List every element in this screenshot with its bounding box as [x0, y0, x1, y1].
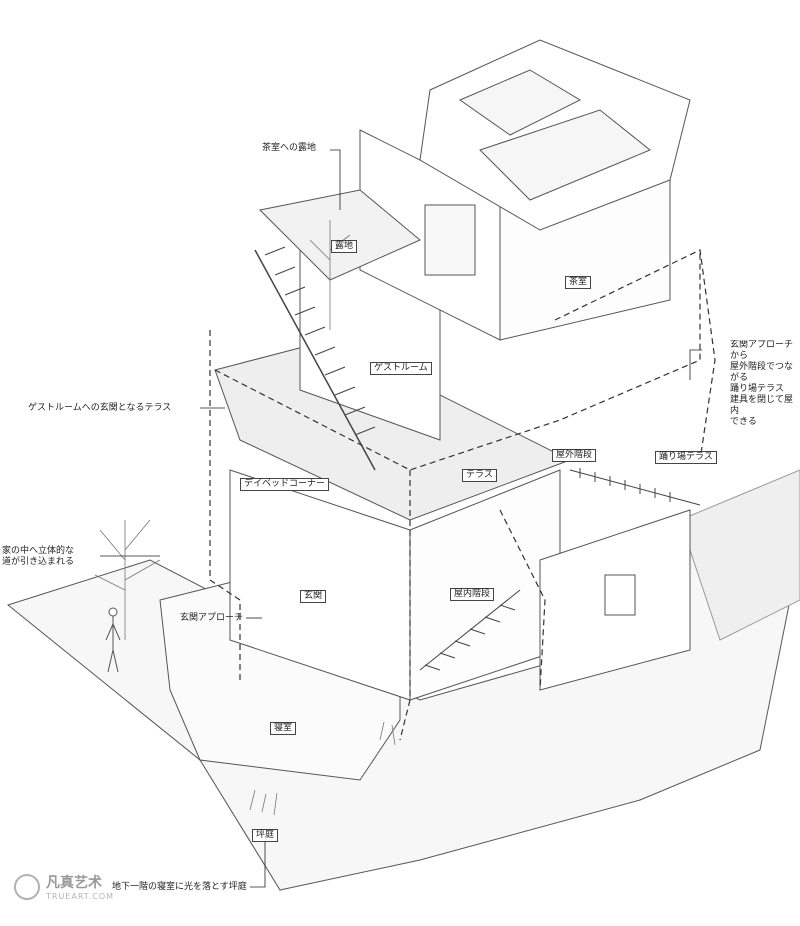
- path-note-line-2: 道が引き込まれる: [2, 557, 75, 567]
- plants-garden: [249, 721, 396, 816]
- watermark-title: 凡真艺术: [46, 875, 102, 891]
- tea-room-window: [424, 204, 476, 276]
- label-tsuboniwa: 坪庭: [252, 829, 279, 842]
- approach-note-line-5: できる: [730, 417, 757, 427]
- path-note-line-1: 家の中へ立体的な: [2, 546, 75, 556]
- main-stair: [254, 246, 376, 471]
- outdoor-stair: [569, 468, 701, 506]
- label-approach-note: 玄関アプローチから 屋外階段でつながる 踊り場テラス 建具を閉じて屋内 できる: [730, 340, 800, 428]
- label-tsuboniwa-note: 地下一階の寝室に光を落とす坪庭: [112, 882, 247, 892]
- approach-note-line-2: 屋外階段でつながる: [730, 362, 794, 383]
- leader-tsuboniwa: [250, 840, 266, 888]
- label-bedroom: 寝室: [270, 722, 297, 735]
- approach-note-line-1: 玄関アプローチから: [730, 340, 794, 361]
- roji-garden: [258, 189, 421, 281]
- dashed-outline-left: [209, 330, 241, 680]
- leader-landing: [689, 349, 702, 380]
- label-entrance-approach: 玄関アプローチ: [180, 613, 244, 623]
- watermark: 凡真艺术 TRUEART.COM: [14, 872, 114, 901]
- label-chashitsu-roji: 茶室への露地: [262, 143, 317, 153]
- skylight-2: [479, 109, 651, 201]
- annex-window: [604, 574, 636, 616]
- tree-left: [94, 519, 161, 640]
- watermark-sub: TRUEART.COM: [46, 892, 115, 901]
- label-outdoor-stair: 屋外階段: [552, 449, 597, 462]
- dashed-outline-front: [399, 470, 411, 741]
- label-indoor-stair: 屋内階段: [450, 588, 495, 601]
- label-daybed-corner: デイベッドコーナー: [240, 478, 330, 491]
- label-guest-terrace: ゲストルームへの玄関となるテラス: [28, 403, 172, 413]
- dashed-outline-stair: [499, 509, 546, 691]
- label-path-into-house: 家の中へ立体的な 道が引き込まれる: [2, 546, 112, 568]
- label-entrance: 玄関: [300, 590, 327, 603]
- approach-note-line-3: 踊り場テラス: [730, 384, 784, 394]
- indoor-stair: [419, 589, 521, 671]
- stone-paving: [679, 469, 800, 641]
- label-landing-terrace: 踊り場テラス: [655, 451, 717, 464]
- label-roji: 露地: [331, 240, 358, 253]
- human-figure-body: [105, 616, 121, 673]
- label-terrace: テラス: [462, 469, 497, 482]
- human-figure-head: [108, 607, 118, 617]
- watermark-logo-icon: [14, 873, 40, 900]
- label-chashitsu: 茶室: [565, 276, 592, 289]
- dashed-outline-right: [554, 249, 716, 461]
- label-guest-room: ゲストルーム: [370, 362, 432, 375]
- approach-note-line-4: 建具を閉じて屋内: [730, 395, 794, 416]
- watermark-text: 凡真艺术 TRUEART.COM: [46, 872, 114, 901]
- skylight-1: [458, 69, 582, 136]
- leader-roji: [330, 149, 341, 210]
